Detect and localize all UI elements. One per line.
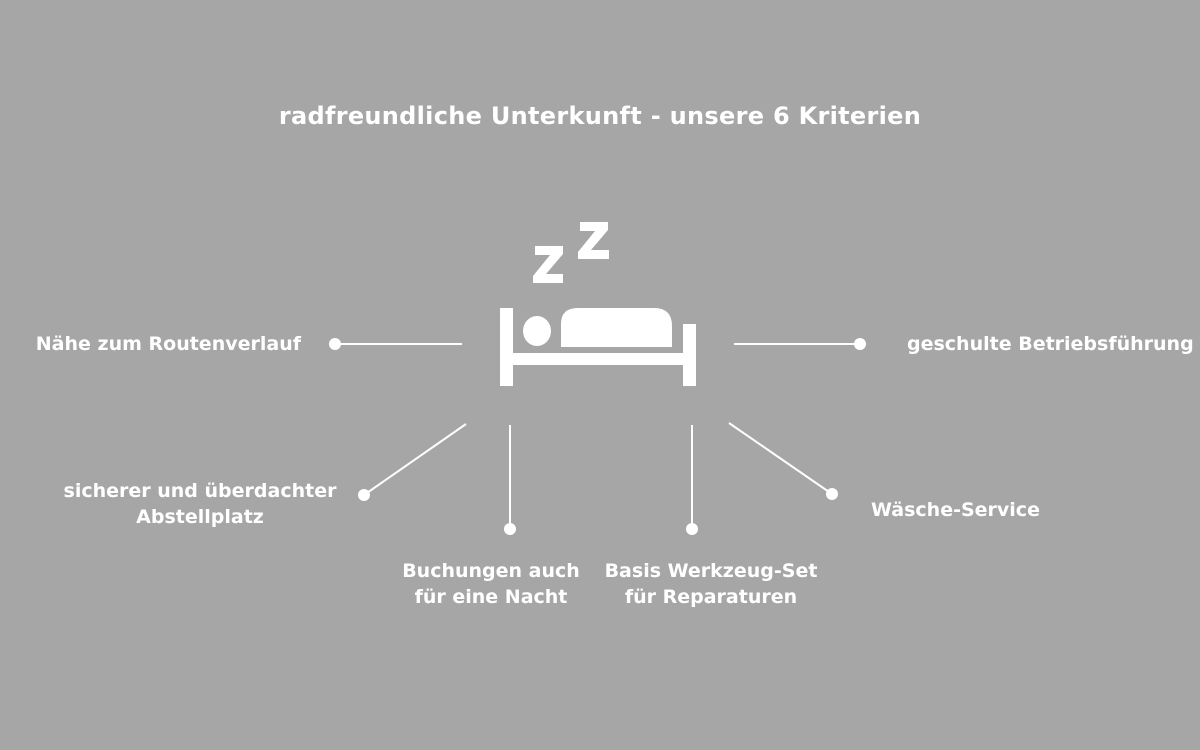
criterion-betriebsfuehrung-label: geschulte Betriebsführung: [907, 333, 1194, 355]
z-large-icon: [578, 222, 609, 259]
bed-base: [500, 353, 696, 365]
connector-werkzeug: [686, 425, 698, 535]
connector-abstellplatz: [358, 423, 467, 501]
criterion-buchungen-label: Buchungen auch für eine Nacht: [402, 560, 580, 608]
z-small-icon: [533, 246, 563, 283]
bed-headboard: [500, 308, 513, 386]
criterion-waesche-label: Wäsche-Service: [871, 499, 1040, 521]
connector-buchungen: [504, 425, 516, 535]
connectors: [329, 338, 866, 535]
criterion-werkzeug-label: Basis Werkzeug-Set für Reparaturen: [604, 560, 818, 608]
connector-waesche: [728, 422, 838, 500]
connector-betriebsfuehrung: [734, 338, 866, 350]
bed-blanket: [561, 308, 672, 347]
criterion-nahe-label: Nähe zum Routenverlauf: [35, 333, 301, 355]
connector-nahe: [329, 338, 462, 350]
sleeper-head: [523, 316, 551, 346]
page-title: radfreundliche Unterkunft - unsere 6 Kri…: [278, 102, 922, 130]
criterion-abstellplatz-label: sicherer und überdachter Abstellplatz: [63, 480, 337, 528]
sleeping-bed-icon: [500, 222, 696, 386]
